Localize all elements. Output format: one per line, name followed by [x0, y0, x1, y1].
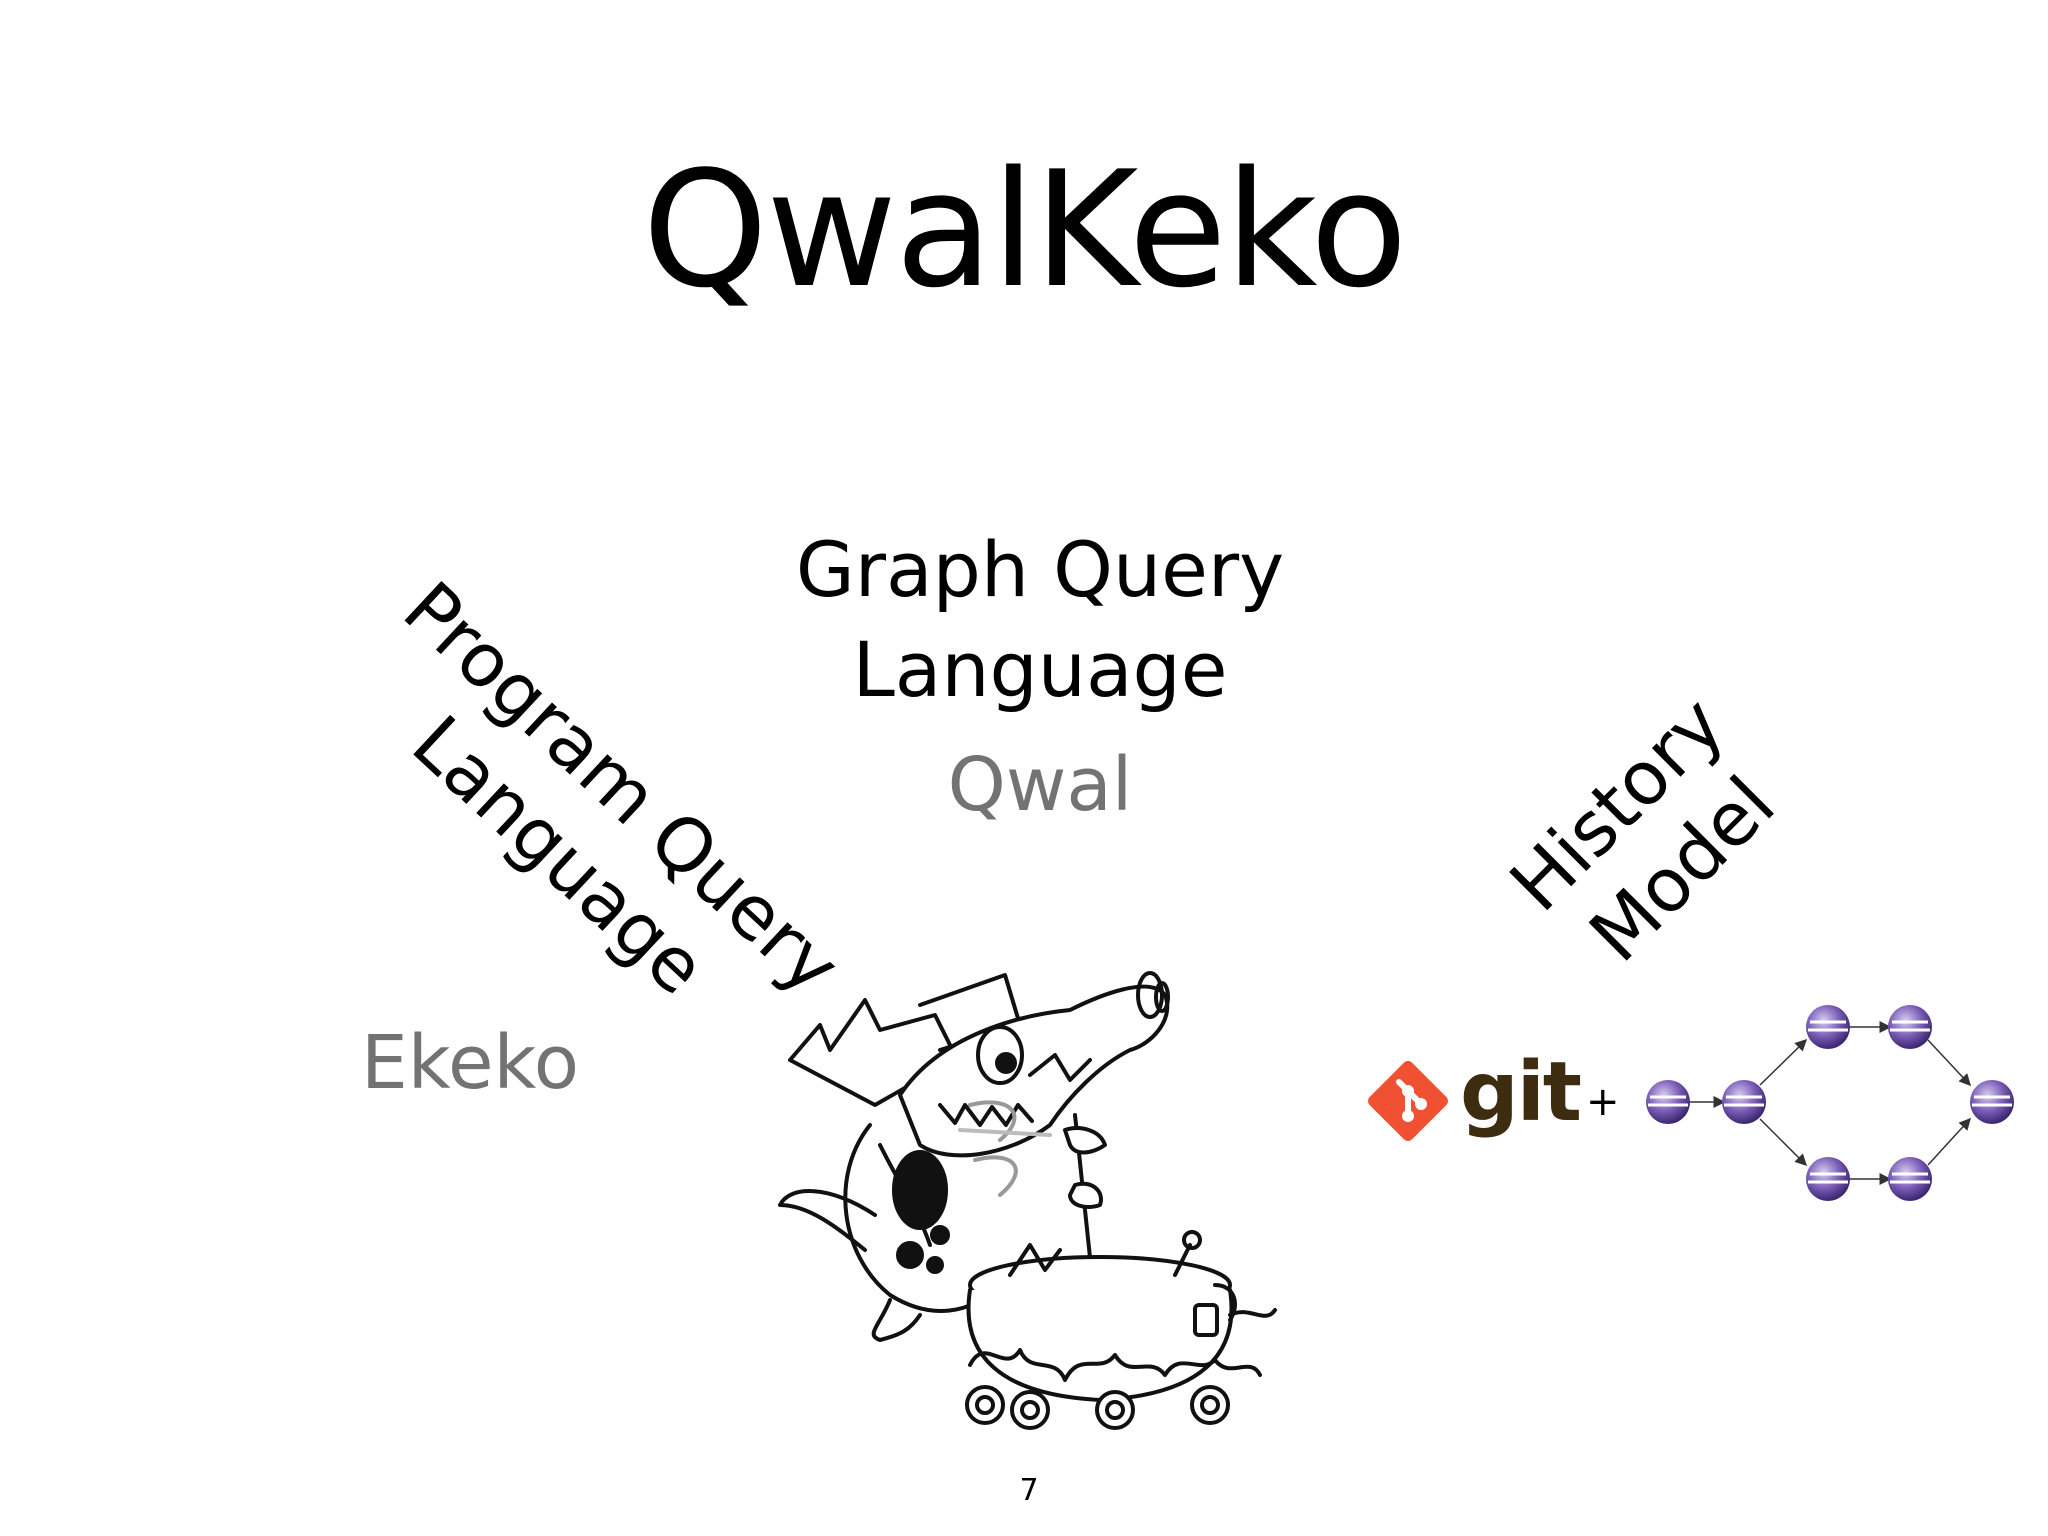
git-logo-icon — [1368, 1061, 1448, 1141]
eclipse-sphere-icon — [1722, 1080, 1766, 1124]
graph-heading-line1: Graph Query — [795, 525, 1285, 614]
graph-heading-line2: Language — [852, 625, 1228, 714]
eclipse-sphere-icon — [1646, 1080, 1690, 1124]
eclipse-sphere-icon — [1888, 1157, 1932, 1201]
graph-edge — [1759, 1038, 1808, 1086]
version-graph-diagram — [1646, 1005, 2014, 1201]
qwal-label: Qwal — [947, 742, 1133, 828]
eclipse-sphere-icon — [1970, 1080, 2014, 1124]
plus-sign: + — [1586, 1079, 1620, 1125]
eclipse-sphere-icon — [1888, 1005, 1932, 1049]
eclipse-sphere-icon — [1806, 1157, 1850, 1201]
history-model-heading: History Model — [1436, 623, 1863, 1050]
page-number: 7 — [1019, 1473, 1039, 1508]
slide-title: QwalKeko — [642, 136, 1408, 323]
graph-query-language-heading: Graph Query Language — [700, 520, 1380, 720]
graph-edge — [1927, 1117, 1972, 1166]
graph-edge — [1927, 1039, 1972, 1087]
ekeko-label: Ekeko — [361, 1020, 579, 1106]
pig-witch-cauldron-illustration — [778, 971, 1277, 1430]
git-wordmark: git — [1460, 1045, 1582, 1140]
graph-nodes — [1646, 1005, 2014, 1201]
eclipse-sphere-icon — [1806, 1005, 1850, 1049]
graph-edge — [1759, 1118, 1808, 1167]
